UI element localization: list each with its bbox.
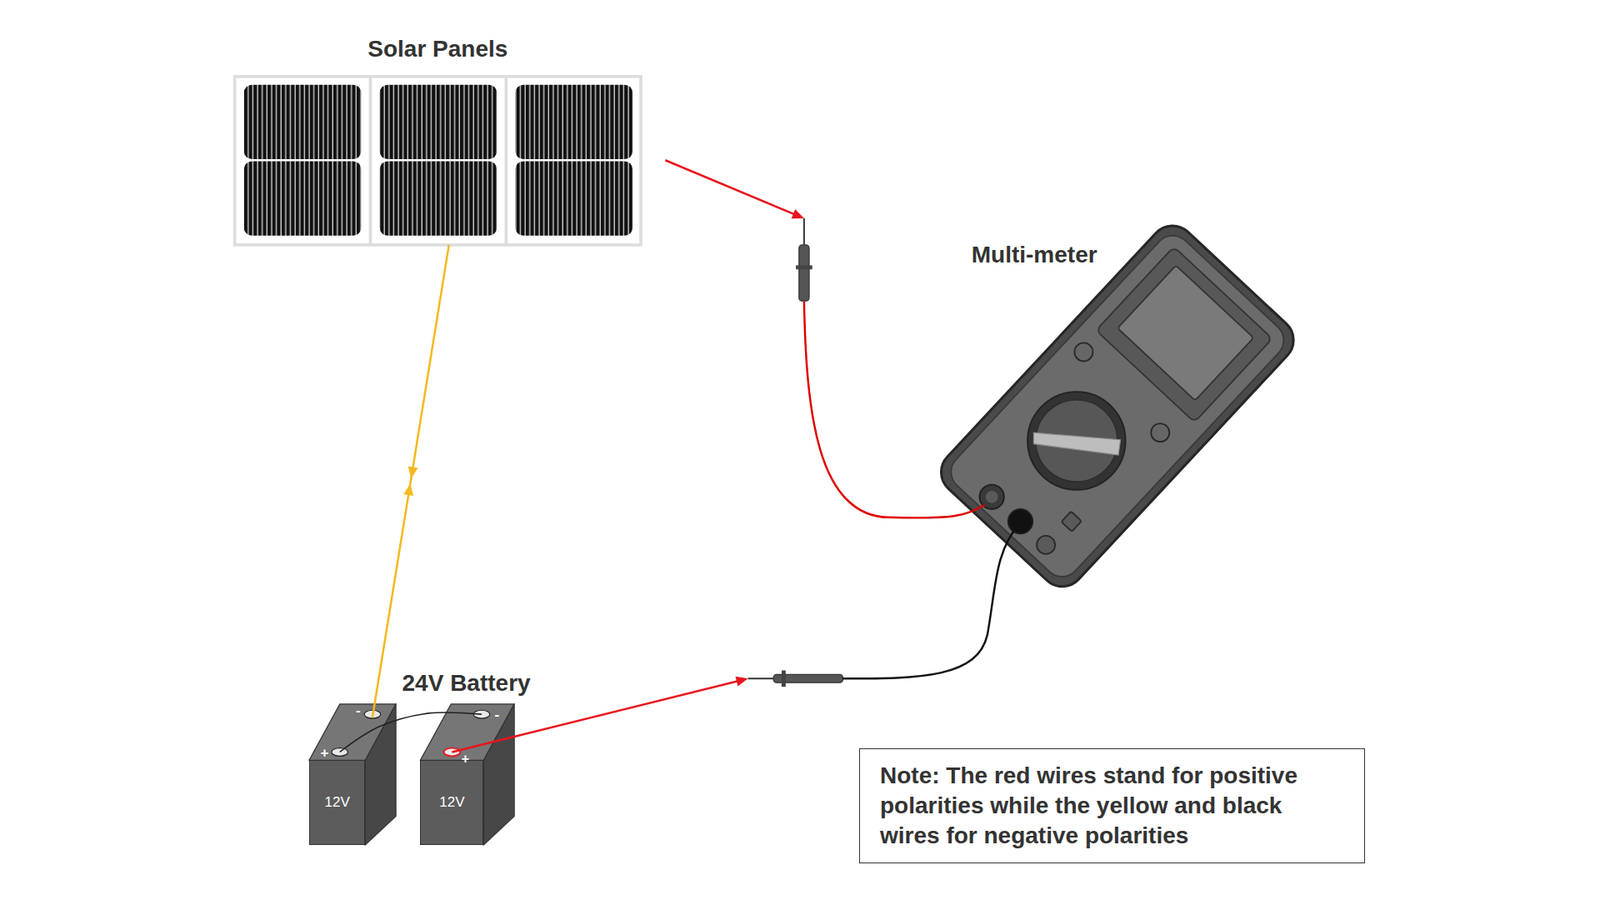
probe-leads — [748, 218, 1021, 687]
battery-drawing — [309, 704, 515, 845]
probe-handle — [799, 245, 810, 301]
probe-tip — [748, 677, 776, 680]
red-test-lead — [804, 300, 985, 518]
panel-title: Solar Panels — [185, 35, 691, 64]
positive-wire — [665, 160, 805, 219]
voltage-label: 12V — [439, 794, 465, 811]
input-jack — [1036, 535, 1055, 555]
arrowhead — [735, 676, 749, 687]
panel-frame — [235, 76, 641, 245]
solar-cell — [515, 160, 633, 235]
solar-cell — [380, 85, 498, 160]
probe-guard — [781, 670, 786, 687]
battery-link-wire — [340, 712, 482, 752]
voltage-label: 12V — [325, 794, 350, 811]
wire-path — [665, 160, 795, 215]
wire-path — [372, 245, 450, 718]
solar-panel-drawing — [235, 76, 641, 245]
solar-panel-array: Solar Panels — [235, 76, 641, 245]
note-box: Note: The red wires stand for positive p… — [859, 748, 1365, 864]
arrowhead — [791, 209, 805, 219]
battery-side — [365, 704, 396, 845]
terminal-sign: - — [355, 702, 361, 720]
input-jack — [985, 490, 999, 504]
arrowhead — [403, 483, 414, 496]
terminal-sign: - — [494, 706, 500, 724]
arrowhead — [408, 466, 419, 480]
multimeter-drawing — [931, 216, 1303, 596]
display-frame — [1095, 246, 1273, 423]
panel-divider — [505, 77, 509, 245]
wire-path — [340, 712, 482, 752]
meter-button — [1074, 342, 1093, 361]
battery-cell: 12V — [420, 760, 484, 845]
solar-cell — [515, 85, 633, 160]
selector-dial — [1027, 391, 1126, 490]
meter-title: Multi-meter — [971, 240, 1098, 270]
input-jack — [1008, 509, 1033, 534]
solar-cell — [380, 160, 498, 235]
black-test-lead — [842, 522, 1020, 679]
display-screen — [1117, 265, 1254, 401]
terminal-sign: + — [320, 745, 329, 762]
battery-terminal — [331, 748, 349, 757]
component-label: 24V Battery — [402, 670, 531, 697]
solar-cell — [244, 160, 362, 235]
panel-divider — [369, 77, 373, 245]
probe-guard — [795, 265, 813, 270]
meter-socket — [1061, 511, 1082, 532]
battery-cell: 12V — [309, 760, 365, 845]
note-text: Note: The red wires stand for positive p… — [880, 760, 1346, 851]
terminal-sign: + — [461, 751, 470, 767]
solar-cell — [244, 85, 362, 160]
meter-face — [943, 228, 1291, 585]
battery-side — [483, 704, 515, 845]
probe-tip — [803, 218, 805, 245]
dial-pointer — [1033, 432, 1120, 455]
meter-button — [1150, 423, 1170, 442]
meter-housing — [931, 216, 1303, 596]
negative-wire — [372, 245, 450, 718]
multimeter: Multi-meter — [748, 218, 1295, 696]
